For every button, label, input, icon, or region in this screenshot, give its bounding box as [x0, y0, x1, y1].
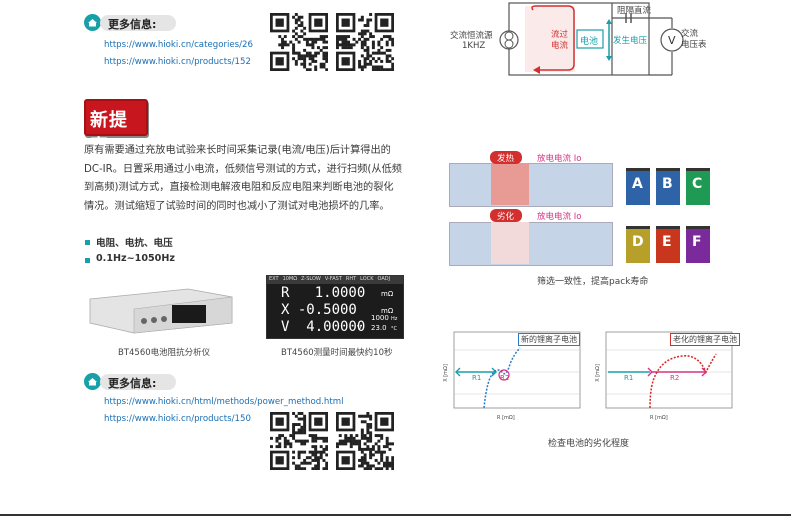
cell-label: F	[692, 234, 702, 250]
screen-temp: 23.0	[371, 324, 387, 332]
screen-v: V 4.00000	[281, 319, 366, 335]
screen-freq: 1000	[371, 314, 389, 322]
heat-label: 发热	[497, 154, 515, 164]
cell-d	[626, 226, 650, 263]
qr-code-icon	[270, 412, 328, 470]
screen-tab: 10MΩ	[282, 276, 298, 282]
discharge-label: 放电电流 Io	[537, 212, 582, 222]
source-label: 交流恒流源	[450, 31, 493, 41]
cell-label: B	[662, 176, 673, 192]
nyquist-xlabel: R [mΩ]	[650, 415, 668, 421]
dc-block-label: 阻隔直流	[617, 6, 652, 16]
circuit-diagram	[499, 2, 684, 76]
cell-label: A	[632, 176, 643, 192]
nyquist-r1: R1	[472, 374, 482, 382]
cell-b	[656, 168, 680, 205]
screen-x: X -0.5000	[281, 302, 357, 318]
more-info-title: 更多信息:	[108, 18, 157, 31]
bullet-dot	[85, 240, 90, 245]
screen-caption: BT4560测量时间最快约10秒	[281, 348, 393, 358]
cell-label: E	[662, 234, 672, 250]
badge-text: 新提案	[90, 110, 128, 157]
screen-tab: LOCK	[360, 276, 374, 282]
nyquist-xlabel: R [mΩ]	[497, 415, 515, 421]
cell-label: D	[632, 234, 644, 250]
ac-voltmeter-label: 交流 电压表	[681, 29, 707, 50]
bullet-item: 电阻、电抗、电压	[96, 238, 173, 249]
screen-tab: V-FAST	[324, 276, 342, 282]
pack-row-1	[449, 163, 613, 207]
source-freq: 1KHZ	[462, 41, 486, 51]
screen-r-unit: mΩ	[381, 290, 394, 298]
nyquist-caption: 检查电池的劣化程度	[548, 439, 630, 449]
link-categories[interactable]: https://www.hioki.cn/categories/26	[104, 40, 253, 50]
nyquist-r1: R1	[624, 374, 634, 382]
qr-code-icon	[336, 412, 394, 470]
nyquist-old-title: 老化的锂离子电池	[670, 333, 740, 346]
link-power-method[interactable]: https://www.hioki.cn/html/methods/power_…	[104, 397, 344, 407]
bullet-item: 0.1Hz~1050Hz	[96, 253, 175, 264]
heat-cell	[491, 163, 529, 205]
nyquist-r2: R2	[500, 374, 510, 382]
voltage-gen-label: 发生电压	[613, 36, 648, 46]
new-proposal-badge: 新提案	[84, 99, 148, 157]
degrade-label-bg	[490, 209, 522, 222]
cell-a	[626, 168, 650, 205]
screen-temp-unit: °C	[391, 326, 397, 332]
cell-label: C	[692, 176, 703, 192]
nyquist-ylabel: X [mΩ]	[442, 364, 449, 382]
home-icon[interactable]	[84, 14, 101, 31]
proposal-paragraph: 原有需要通过充放电试验来长时间采集记录(电流/电压)后计算得出的DC-IR。日置…	[84, 145, 402, 212]
bullet-dot	[85, 258, 90, 263]
link-products[interactable]: https://www.hioki.cn/products/152	[104, 57, 251, 67]
screen-freq-unit: Hz	[391, 316, 398, 322]
current-flow-label: 流过 电流	[551, 30, 569, 51]
home-icon[interactable]	[84, 373, 101, 390]
cell-c	[686, 168, 710, 205]
screen-r: R 1.0000	[281, 285, 366, 301]
degrade-label: 劣化	[497, 212, 515, 222]
more-info-bar	[100, 374, 176, 390]
product-photo	[88, 279, 234, 335]
pack-row-2	[449, 222, 613, 266]
device-screen: EXT 10MΩ Z-SLOW V-FAST RHT LOCK OADJ R 1…	[266, 275, 404, 339]
more-info-title: 更多信息:	[108, 377, 157, 390]
link-products[interactable]: https://www.hioki.cn/products/150	[104, 414, 251, 424]
cell-e	[656, 226, 680, 263]
pack-caption: 筛选一致性，提高pack寿命	[537, 277, 649, 287]
nyquist-r2: R2	[670, 374, 680, 382]
screen-tab: RHT	[345, 276, 357, 282]
footer-divider	[0, 514, 791, 516]
battery-label: 电池	[580, 37, 599, 47]
qr-code-icon	[270, 13, 328, 71]
screen-x-unit: mΩ	[381, 307, 394, 315]
more-info-bar	[100, 15, 176, 31]
product-caption: BT4560电池阻抗分析仪	[118, 348, 211, 358]
screen-tab: Z-SLOW	[301, 276, 321, 282]
screen-tab: EXT	[269, 276, 279, 282]
cell-f	[686, 226, 710, 263]
heat-label-bg	[490, 151, 522, 164]
nyquist-ylabel: X [mΩ]	[594, 364, 601, 382]
discharge-label: 放电电流 Io	[537, 154, 582, 164]
meter-symbol: V	[668, 34, 676, 47]
qr-code-icon	[336, 13, 394, 71]
nyquist-new-title: 新的锂离子电池	[518, 333, 580, 346]
screen-v-unit: V	[357, 324, 362, 332]
screen-tab-row: EXT 10MΩ Z-SLOW V-FAST RHT LOCK OADJ	[267, 276, 403, 284]
degrade-cell	[491, 222, 529, 264]
screen-tab: OADJ	[377, 276, 391, 282]
